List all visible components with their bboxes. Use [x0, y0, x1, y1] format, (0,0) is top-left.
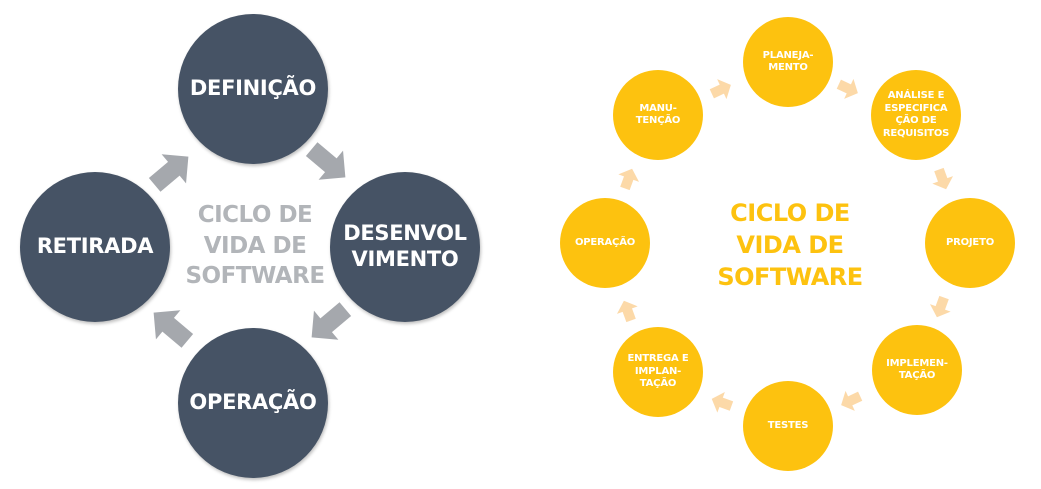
arrow-retirada-to-definicao: [148, 154, 189, 192]
arrow-implementacao-to-testes: [841, 390, 863, 411]
stage-projeto: PROJETO: [925, 198, 1015, 288]
stage-retirada-label: RETIRADA: [36, 234, 154, 259]
stage-projeto-label: PROJETO: [945, 236, 994, 248]
arrow-definicao-to-desenvolvimento: [305, 142, 346, 180]
stage-testes-label: TESTES: [767, 419, 809, 431]
stage-definicao: DEFINIÇÃO: [178, 14, 328, 164]
stage-implementacao: IMPLEMEN- TAÇÃO: [872, 325, 962, 415]
arrow-operacao-to-retirada: [153, 310, 194, 348]
stage-operacao-label: OPERAÇÃO: [189, 390, 317, 415]
stage-planejamento: PLANEJA- MENTO: [743, 17, 833, 107]
arrow-planejamento-to-analise: [836, 78, 858, 99]
left-lifecycle-diagram: DEFINIÇÃO DESENVOL VIMENTO OPERAÇÃO RETI…: [0, 0, 500, 489]
stage-definicao-label: DEFINIÇÃO: [189, 76, 317, 101]
stage-operacao-right-label: OPERAÇÃO: [574, 236, 636, 248]
stage-operacao-right: OPERAÇÃO: [560, 198, 650, 288]
stage-desenvolvimento: DESENVOL VIMENTO: [330, 172, 480, 322]
stage-planejamento-label: PLANEJA- MENTO: [762, 49, 814, 74]
stage-manutencao: MANU- TENÇÃO: [613, 70, 703, 160]
arrow-projeto-to-implementacao: [929, 295, 951, 318]
arrow-desenvolvimento-to-operacao: [311, 302, 352, 340]
arrow-manutencao-to-planejamento: [709, 79, 731, 100]
arrow-operacao-to-manutencao: [618, 168, 640, 191]
right-diagram-title: CICLO DE VIDA DE SOFTWARE: [717, 199, 863, 291]
right-arrows: [616, 78, 954, 413]
stage-retirada: RETIRADA: [20, 172, 170, 322]
left-diagram-title: CICLO DE VIDA DE SOFTWARE: [185, 202, 325, 290]
stage-analise-requisitos: ANÁLISE E ESPECIFICA ÇÃO DE REQUISITOS: [871, 70, 961, 160]
stage-entrega-implantacao-label: ENTREGA E IMPLAN- TAÇÃO: [627, 353, 689, 390]
arrow-entrega-to-operacao: [616, 300, 638, 323]
stage-implementacao-label: IMPLEMEN- TAÇÃO: [886, 357, 948, 382]
stage-testes: TESTES: [743, 381, 833, 471]
stage-manutencao-label: MANU- TENÇÃO: [635, 102, 681, 127]
stage-analise-requisitos-label: ANÁLISE E ESPECIFICA ÇÃO DE REQUISITOS: [882, 90, 950, 139]
stage-operacao: OPERAÇÃO: [178, 328, 328, 478]
right-lifecycle-diagram: PLANEJA- MENTO ANÁLISE E ESPECIFICA ÇÃO …: [540, 0, 1041, 489]
arrow-analise-to-projeto: [932, 167, 954, 190]
arrow-testes-to-entrega: [711, 391, 734, 413]
stage-desenvolvimento-label: DESENVOL VIMENTO: [343, 221, 467, 271]
stage-entrega-implantacao: ENTREGA E IMPLAN- TAÇÃO: [613, 327, 703, 417]
left-arrows: [148, 142, 352, 348]
